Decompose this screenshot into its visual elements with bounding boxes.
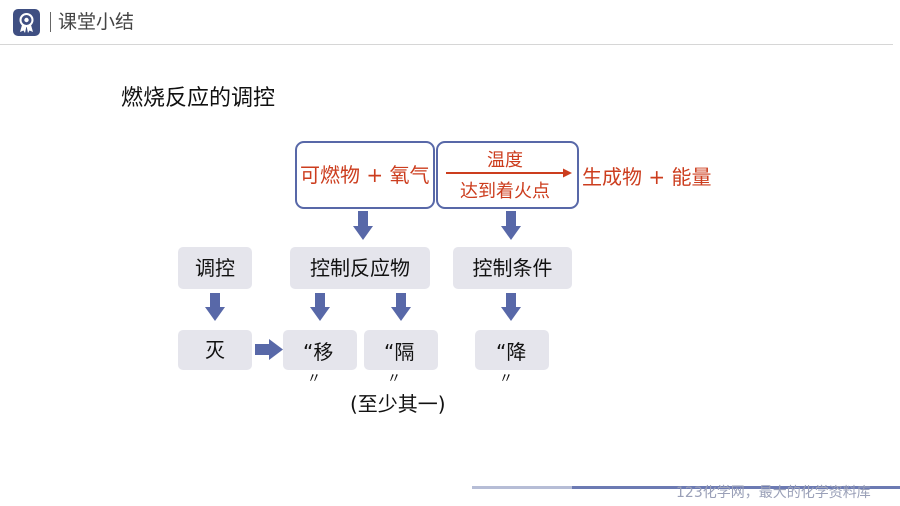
node-control-condition: 控制条件 [453, 247, 572, 289]
node-isolate-box [364, 330, 438, 370]
condition-top-label: 温度 [487, 150, 523, 171]
arrow-lower-down [501, 293, 521, 321]
node-lower-box [475, 330, 549, 370]
node-control-reactant: 控制反应物 [290, 247, 430, 289]
watermark-text: 123化学网，最大的化学资料库 [676, 485, 871, 501]
arrow-reactants-down [353, 211, 373, 240]
header-underline [0, 44, 893, 45]
note-at-least-one: (至少其一) [350, 392, 446, 416]
arrow-isolate-down [391, 293, 411, 321]
products-label: 生成物 + 能量 [582, 165, 712, 189]
condition-box [436, 141, 579, 209]
node-lower-label: “降 [496, 340, 527, 364]
footer-line-light [472, 486, 572, 489]
arrow-move-down [310, 293, 330, 321]
arrow-extinguish-right [255, 339, 283, 360]
condition-bottom-label: 达到着火点 [460, 181, 550, 202]
node-isolate-label: “隔 [384, 340, 415, 364]
arrow-condition-down [501, 211, 521, 240]
arrow-regulate-down [205, 293, 225, 321]
slide-title: 燃烧反应的调控 [121, 86, 276, 111]
reactants-box [295, 141, 435, 209]
node-move-quote: 〃 [307, 371, 321, 387]
node-extinguish: 灭 [178, 330, 252, 370]
node-move-label: “移 [303, 340, 334, 364]
node-move-box [283, 330, 357, 370]
node-isolate-quote: 〃 [387, 371, 401, 387]
footer-line-dark [572, 486, 900, 489]
graduation-badge-icon [13, 9, 40, 36]
reaction-arrow-head [563, 168, 572, 178]
header-divider [50, 12, 51, 32]
header-title: 课堂小结 [58, 11, 135, 33]
node-regulate: 调控 [178, 247, 252, 289]
reactants-label: 可燃物 + 氧气 [300, 163, 430, 187]
node-lower-quote: 〃 [499, 371, 513, 387]
slide-header: 课堂小结 [0, 0, 900, 44]
